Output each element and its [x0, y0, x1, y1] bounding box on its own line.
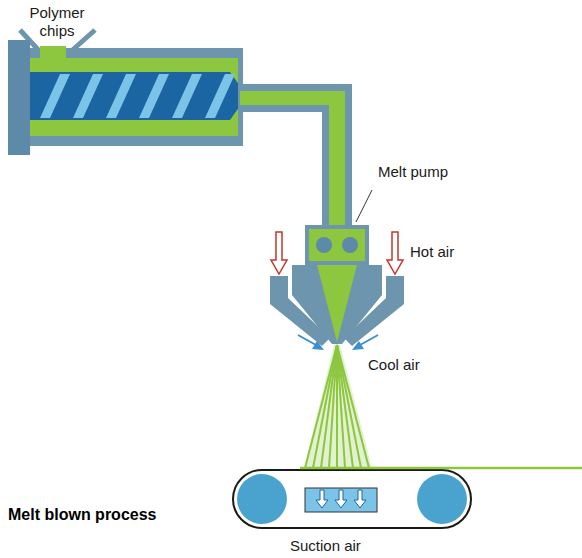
air-plate: [344, 276, 404, 346]
air-plate: [270, 276, 330, 346]
suction-arrows: [316, 490, 366, 508]
part-label: Suction air: [290, 537, 361, 555]
screw-flight: [40, 74, 70, 118]
pump-gear: [342, 237, 358, 253]
melt-pump: [305, 225, 369, 265]
conveyor-belt: [233, 470, 471, 528]
melt-flow: [329, 91, 345, 231]
pump-gear: [316, 237, 332, 253]
part-label: Hot air: [410, 243, 454, 261]
cool-air-arrow: [312, 341, 324, 350]
figure-title: Melt blown process: [8, 506, 156, 524]
belt-roller: [237, 474, 287, 524]
fibre: [321, 345, 337, 468]
fibre-stream: [305, 345, 369, 468]
leader-line: [356, 190, 372, 222]
suction-arrow: [316, 490, 328, 508]
barrel-end-plate: [8, 40, 30, 155]
feed-throat: [40, 46, 66, 60]
suction-box: [305, 488, 377, 512]
fibre: [305, 345, 337, 468]
part-label: Melt pump: [378, 163, 448, 181]
hot-air-arrow: [387, 232, 403, 274]
fibre: [337, 345, 353, 468]
suction-arrow: [335, 490, 347, 508]
screw-flight: [139, 74, 169, 118]
cool-air-arrow: [360, 335, 378, 345]
fibre-cone: [304, 345, 372, 468]
screw-flight: [73, 74, 103, 118]
fibre: [337, 345, 361, 468]
hot-air-arrow: [271, 232, 287, 274]
cool-air-arrow: [298, 335, 316, 345]
fibre: [329, 345, 337, 468]
suction-arrow: [354, 490, 366, 508]
screw-flight: [205, 74, 235, 118]
material-label: Polymer chips: [22, 4, 92, 40]
cool-air-arrow: [352, 341, 364, 350]
nonwoven-web: [300, 467, 582, 470]
melt-pipe: [322, 84, 352, 234]
screw-flight: [172, 74, 202, 118]
belt-roller: [417, 474, 467, 524]
screw-flight: [106, 74, 136, 118]
part-label: Cool air: [368, 356, 420, 374]
die-melt: [317, 265, 357, 342]
melt-pump-chamber: [309, 229, 365, 261]
fibre: [313, 345, 337, 468]
screw-core: [30, 72, 247, 120]
fibre: [337, 345, 369, 468]
